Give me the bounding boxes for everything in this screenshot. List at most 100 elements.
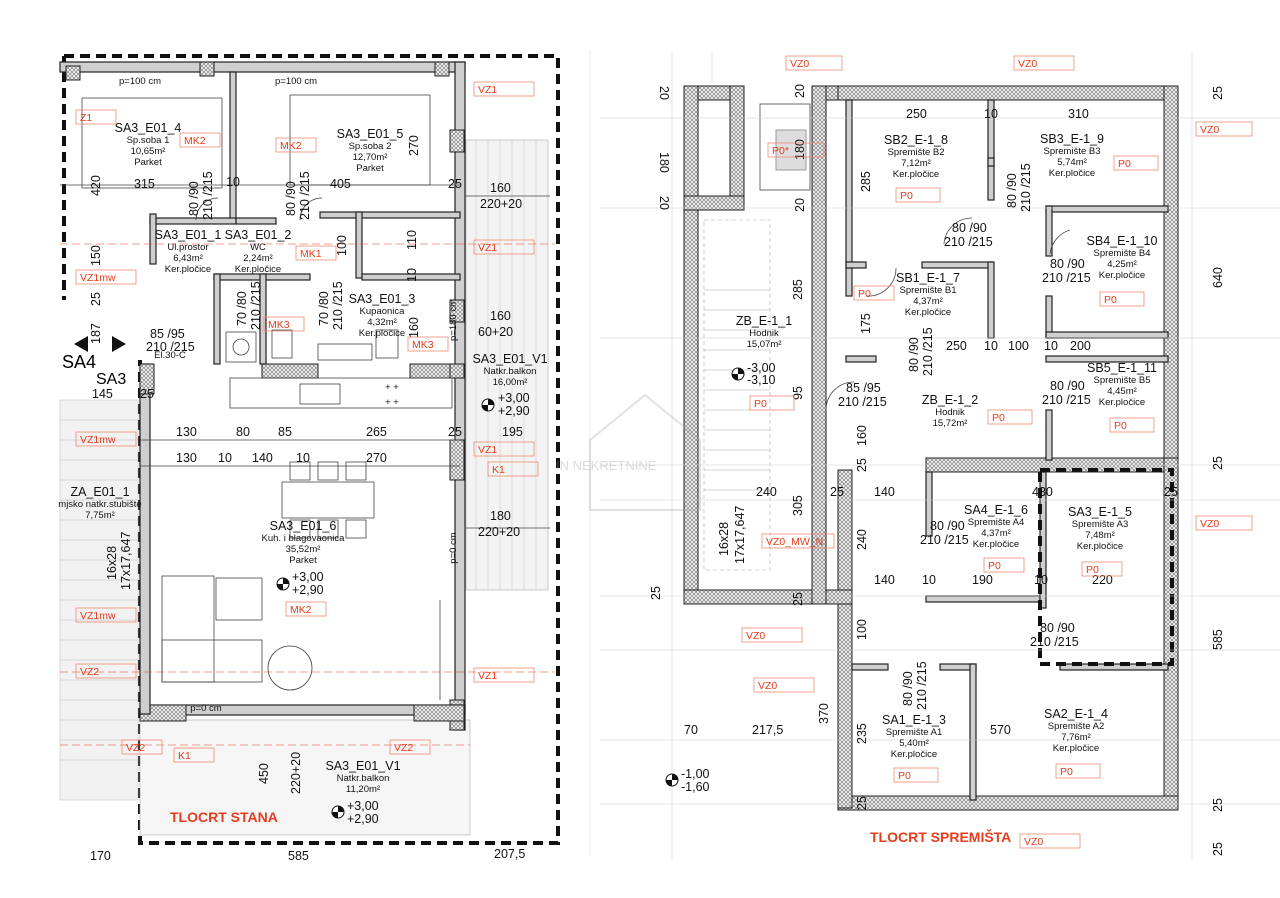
level-value: +3,00 <box>347 799 379 813</box>
dimension: 95 <box>791 386 805 400</box>
dimension: 210 /215 <box>1019 163 1033 212</box>
room-area: 7,48m² <box>1085 530 1115 541</box>
dimension: 10 <box>218 451 232 465</box>
unit-sa3-storage-boundary <box>1038 468 1174 666</box>
dimension: 70 <box>684 723 698 737</box>
dimension: 80 /90 <box>930 519 965 533</box>
arrow-right-icon <box>112 336 126 352</box>
tag-label: P0 <box>858 288 871 300</box>
tag-label: VZ0 <box>790 58 809 70</box>
room-name: Spremište A3 <box>1072 519 1129 530</box>
room-name: Spremište B1 <box>899 285 956 296</box>
parapet-height: p=100 cm <box>119 76 161 87</box>
dimension: 10 <box>296 451 310 465</box>
room-area: 10,65m² <box>131 146 166 157</box>
dimension: 210 /215 <box>1030 635 1079 649</box>
svg-text:+ +: + + <box>385 397 399 408</box>
tag-label: VZ0 <box>746 630 765 642</box>
room-floor: Ker.pločice <box>1099 397 1145 408</box>
tag-label: VZ2 <box>126 742 145 754</box>
dimension: 20 <box>657 86 671 100</box>
dimension: 180 <box>793 139 807 160</box>
dimension: 25 <box>448 177 462 191</box>
level-value: +2,90 <box>292 583 324 597</box>
room-id: SA4_E-1_6 <box>964 503 1028 517</box>
dimension: 405 <box>330 177 351 191</box>
dimension: 200 <box>1070 339 1091 353</box>
dimension: 160 <box>490 181 511 195</box>
stairs-size: 16x28 <box>105 546 119 580</box>
tag-label: P0 <box>900 190 913 202</box>
level-value: +3,00 <box>292 570 324 584</box>
room-name: Spremište B3 <box>1043 146 1100 157</box>
dimension: 10 <box>984 339 998 353</box>
dimension: 25 <box>140 387 154 401</box>
level-value: -3,10 <box>747 373 776 387</box>
dimension: 315 <box>134 177 155 191</box>
dimension: 80 <box>236 425 250 439</box>
room-name: Spremište A1 <box>886 727 943 738</box>
room-area: 4,37m² <box>981 528 1011 539</box>
room-floor: Ker.pločice <box>235 264 281 275</box>
tag-label: VZ0 <box>1018 58 1037 70</box>
dimension: 220+20 <box>289 752 303 794</box>
room-id: SA2_E-1_4 <box>1044 707 1108 721</box>
tag-label: VZ2 <box>80 666 99 678</box>
room-floor: Ker.pločice <box>359 328 405 339</box>
room-name: Kupaonica <box>360 306 406 317</box>
tag-label: VZ1mw <box>80 434 116 446</box>
dimension: 310 <box>1068 107 1089 121</box>
fire-rating: El.30-C <box>154 350 186 361</box>
dimension: 160 <box>490 309 511 323</box>
dimension: 70 /80 <box>235 291 249 326</box>
tag-label: P0 <box>1118 158 1131 170</box>
room-name: Sp.soba 1 <box>127 135 170 146</box>
dimension: 270 <box>407 135 421 156</box>
dimension: 210 /215 <box>838 395 887 409</box>
room-id: ZB_E-1_2 <box>922 393 978 407</box>
room-floor: Ker.pločice <box>1099 270 1145 281</box>
room-name: Natkr.balkon <box>337 773 390 784</box>
room-area: 15,72m² <box>933 418 968 429</box>
dimension: 265 <box>366 425 387 439</box>
dimension: 210 /215 <box>944 235 993 249</box>
level-marker-icon <box>665 773 679 787</box>
dimension: 140 <box>874 485 895 499</box>
room-floor: Ker.pločice <box>1049 168 1095 179</box>
room-floor: Parket <box>289 555 317 566</box>
dimension: 250 <box>906 107 927 121</box>
dimension: 570 <box>990 723 1011 737</box>
dimension: 180 <box>657 152 671 173</box>
tag-label: K1 <box>492 464 505 476</box>
dimension: 210 /215 <box>915 661 929 710</box>
room-id: SA3_E01_1 <box>155 228 222 242</box>
level-marker-icon <box>331 805 345 819</box>
dimension: 145 <box>92 387 113 401</box>
dimension: 420 <box>89 175 103 196</box>
room-id: ZB_E-1_1 <box>736 314 792 328</box>
room-name: Spremište B5 <box>1093 375 1150 386</box>
dimension: 640 <box>1211 267 1225 288</box>
dimension: 220+20 <box>480 197 522 211</box>
dimension: 25 <box>1211 456 1225 470</box>
dimension: 80 /90 <box>952 221 987 235</box>
dimension: 210 /215 <box>249 281 263 330</box>
tag-label: VZ0 <box>1024 836 1043 848</box>
room-area: 4,25m² <box>1107 259 1137 270</box>
dimension: 10 <box>984 107 998 121</box>
room-floor: Parket <box>356 163 384 174</box>
level-marker-icon <box>276 577 290 591</box>
dimension: 85 /95 <box>846 381 881 395</box>
room-name: WC <box>250 242 266 253</box>
room-area: 4,45m² <box>1107 386 1137 397</box>
dimension: 10 <box>922 573 936 587</box>
dimension: 285 <box>791 279 805 300</box>
tag-label: VZ1 <box>478 242 497 254</box>
level-value: +3,00 <box>498 391 530 405</box>
level-marker-icon <box>481 398 495 412</box>
dimension: 80 /90 <box>1050 379 1085 393</box>
tag-label: P0* <box>772 145 789 157</box>
dimension: 207,5 <box>494 847 525 861</box>
level-value: -3,00 <box>747 361 776 375</box>
room-floor: Ker.pločice <box>893 169 939 180</box>
